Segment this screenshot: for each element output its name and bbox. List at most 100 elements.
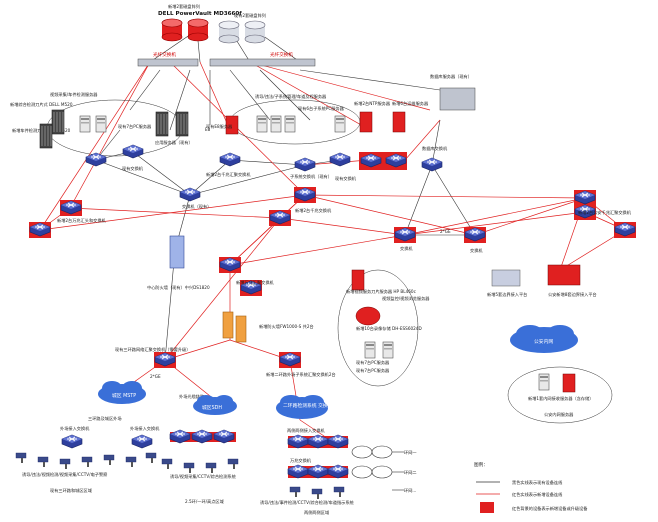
existing-storage-title: 现有2套磁盘阵列 — [234, 12, 266, 19]
public-server-label: 新增1套内网接收服务器（含存储） — [528, 395, 593, 402]
public-net-cloud: 公安内网 — [510, 325, 578, 353]
legend: 图例： 黑色实线表示现有设备连线 红色实线表示新增设备连线 红色背景的设备表示新… — [474, 461, 588, 513]
region-5-label: 诱导/违法/事件检测/CCTV/综合检测/车道指示系统 — [260, 499, 354, 506]
subsystem-server-4 — [334, 115, 346, 133]
db-switch: 数据库交换机 — [421, 145, 448, 172]
switch-c2: 交换机 — [464, 227, 486, 254]
subsystem-switch-label: 子系统交换机（现有） — [290, 173, 332, 180]
switch-c2-label: 交换机 — [470, 247, 483, 254]
new-switch-far-right — [614, 222, 636, 238]
left-gateway-label: 新增5套边界接入平台 — [487, 291, 527, 298]
existing-storage-group: 现有2套磁盘阵列 — [218, 12, 266, 44]
mid-access-switches — [169, 429, 236, 444]
new-firewall-label: 新增防火墙FW1000-S 共2台 — [259, 323, 314, 330]
camera-r3 — [333, 486, 345, 498]
region-4-label: 2.5环/一环/高点区域 — [185, 498, 225, 505]
detect-server-label: 视频采集/车件检测服务器 — [50, 91, 98, 98]
ops-server-new: 新增6台运维服务器 — [392, 100, 429, 133]
right-boundary-gateway: 公安新增8套边界接入平台 — [547, 264, 597, 298]
existing-disk-array-2 — [244, 20, 266, 44]
center-firewall: 中心防火墙（现有）中兴DS1820 — [147, 235, 210, 291]
mstp-cloud: 城区 MSTP — [98, 381, 146, 404]
ring-access-label-2: 外场接入交换机 — [60, 425, 90, 432]
camera-m1 — [161, 458, 173, 470]
fc-switch-existing-label: 光纤交换机 — [270, 51, 293, 58]
existing-switch-b — [122, 144, 144, 159]
switch-c1-label: 交换机 — [400, 245, 413, 252]
video-blade: 新增视频服务刀片服务器 HP BL460c — [346, 269, 417, 295]
region-3-label: 诱导/视频采集/CCTV/综合检测系统 — [170, 473, 236, 480]
e8-server-label-2: 现有E8服务器 — [206, 123, 233, 130]
switch-c1: 交换机 — [394, 227, 416, 252]
access-w2-label: 万兆交换机 — [290, 457, 312, 464]
access-west-label: 两侧两侧接入交换机 — [287, 427, 326, 434]
new-gateway-switch-right: 新增2台公安千兆汇聚交换机 — [574, 190, 632, 220]
camera-5 — [103, 454, 115, 466]
video-recorder-label: 新增10台录像存储 DH-ESS6024D — [356, 325, 422, 332]
blade-server-label-1: 新增综合检测刀片式 DELL M520 — [10, 101, 73, 108]
mstp-cloud-label: 城区 MSTP — [112, 392, 136, 399]
video-pc-server-1 — [364, 341, 376, 359]
sdh-cloud-label: 城区SDH — [202, 404, 222, 411]
video-recorder: 新增10台录像存储 DH-ESS6024D — [355, 306, 422, 332]
existing-pc-server-label: 现有7台PC服务器 — [118, 123, 152, 130]
second-ring-switch: 新增二环路外场子系统汇聚交换机2台 — [266, 352, 336, 378]
new-core-switch-label: 新增2台千兆汇聚交换机 — [206, 171, 251, 178]
blade-rack-1 — [51, 109, 65, 135]
server-tower-1 — [79, 115, 91, 133]
new-storage-group: 新增2套磁盘阵列 DELL PowerVault MD3660f — [158, 3, 242, 42]
fc-switch-existing: 光纤交换机 — [209, 51, 316, 67]
existing-switch-label: 现有交换机 — [122, 165, 144, 172]
public-server-1 — [538, 373, 550, 391]
camera-6 — [125, 456, 137, 468]
app-server-label: 应用服务器（现有） — [155, 139, 193, 146]
legend-item-3: 红色背景的设备表示新增设备或升级设备 — [512, 505, 588, 512]
db-switch-label: 数据库交换机 — [422, 145, 448, 152]
legend-title: 图例： — [474, 461, 488, 468]
ntp-server-new: 新增2台NTP服务器 — [354, 100, 391, 133]
new-switch-left-1 — [60, 200, 82, 216]
db-server-label: 数据库服务器（现有） — [430, 73, 472, 80]
camera-7 — [145, 452, 157, 464]
video-pc-label-2: 现有7台PC服务器 — [356, 367, 390, 374]
existing-switch-c — [329, 152, 351, 167]
right-access-grid — [287, 434, 349, 479]
new-storage-model: DELL PowerVault MD3660f — [158, 11, 242, 17]
existing-disk-array-1 — [218, 20, 240, 44]
blade-rack-2 — [39, 123, 53, 149]
right-gateway-label: 公安新增8套边界接入平台 — [548, 291, 597, 298]
camera-2 — [37, 456, 49, 468]
region-6-label: 两侧两侧区域 — [304, 509, 330, 516]
center-firewall-label: 中心防火墙（现有）中兴DS1820 — [147, 284, 210, 291]
new-aggregation-label: 新增万兆汇聚交换机 — [236, 279, 275, 286]
ring-access-label: 三环路及城区外场 — [88, 415, 122, 422]
links — [39, 29, 626, 441]
new-storage-title: 新增2套磁盘阵列 — [168, 3, 200, 10]
region-1-label: 诱导/违法/视频检测/视频采集/CCTV/电子警察 — [22, 471, 108, 478]
camera-1 — [15, 452, 27, 464]
video-pc-label-1: 现有7台PC服务器 — [356, 359, 390, 366]
ring-label-2: 环网二 — [404, 470, 417, 476]
ring-label-3: 环网... — [404, 488, 416, 494]
sdh-cloud: 城区SDH — [193, 395, 237, 415]
camera-r2 — [311, 488, 323, 500]
ring-access-switch-1 — [61, 434, 83, 449]
app-rack-2 — [175, 111, 189, 137]
ring-access-label-3: 外场接入交换机 — [130, 425, 160, 432]
ring-aggregation-switch: 现有三环路网络汇聚交换机（需要升级） — [115, 346, 190, 368]
guide-platform-label: 诱导/违法/子系统管理/车道及程服务器 — [255, 93, 327, 100]
new-core-switch-red-2 — [269, 210, 291, 226]
e8-server-label: E8 — [205, 127, 211, 132]
subsystem-server-2 — [270, 115, 282, 133]
public-server-outline — [507, 366, 613, 424]
new-switch-pair-top — [359, 152, 407, 170]
camera-4 — [81, 456, 93, 468]
public-server-new — [562, 373, 576, 393]
public-net-server-label: 公安内网服务器 — [544, 411, 574, 418]
mstp-link-label: 2*GE — [150, 374, 161, 379]
legend-item-2: 红色实线表示新增设备连线 — [512, 491, 563, 498]
left-boundary-gateway: 新增5套边界接入平台 — [487, 269, 527, 298]
legend-red-swatch — [480, 502, 494, 513]
new-gigabit-label: 新增2台万兆汇头和交换机 — [57, 217, 107, 224]
camera-3 — [59, 458, 71, 470]
